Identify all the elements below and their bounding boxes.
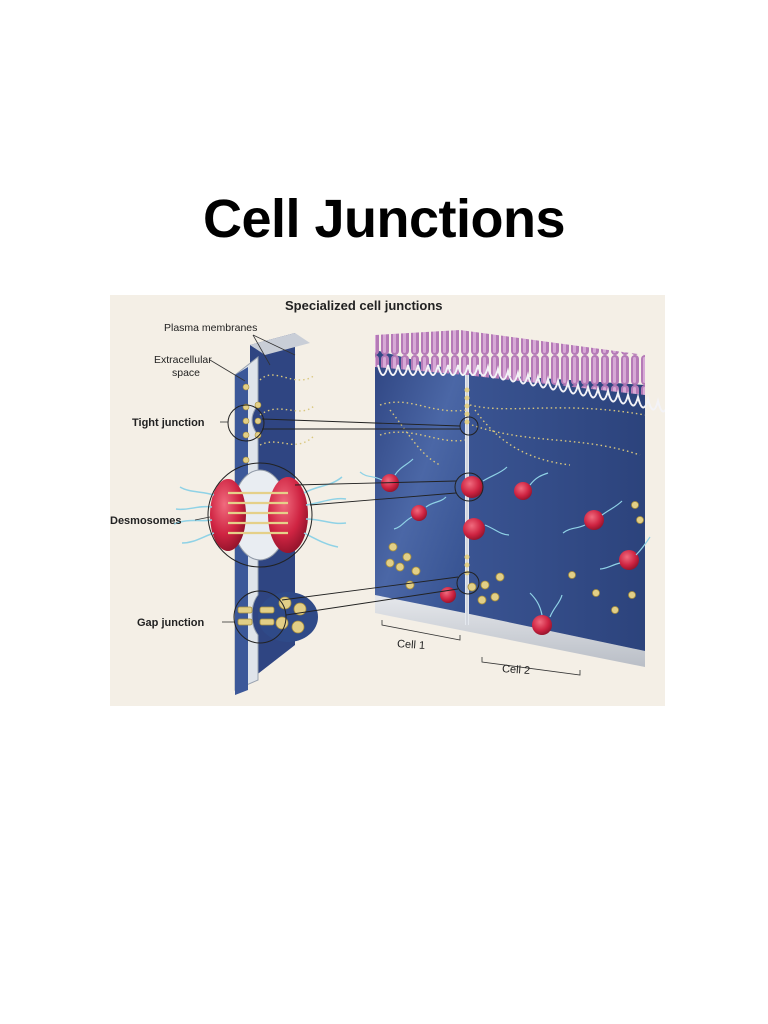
label-gap-junction: Gap junction: [137, 617, 205, 629]
cell-block-base: [375, 595, 645, 667]
connector-lines: [261, 418, 461, 616]
desmosome-blobs: [381, 474, 639, 635]
microvilli-outline: [377, 363, 665, 413]
label-extracellular-space-1: Extracellular: [154, 354, 212, 366]
page-title: Cell Junctions: [202, 189, 566, 249]
gap-junction-zoom: [233, 590, 287, 644]
label-cell-2: Cell 2: [502, 663, 531, 677]
cell-brackets: [381, 620, 581, 676]
cell-junctions-diagram: Specialized cell junctions: [110, 295, 665, 706]
desmosome-left-plaque: [210, 479, 246, 551]
cytoskeleton: [379, 401, 646, 466]
gap-junction-marker: [456, 571, 480, 595]
cell-block: [359, 330, 665, 667]
desmosome-right-plaque: [268, 477, 308, 553]
label-cell-1: Cell 1: [397, 638, 426, 652]
label-extracellular-space-2: space: [172, 367, 200, 379]
label-tight-junction: Tight junction: [132, 417, 205, 429]
label-plasma-membranes: Plasma membranes: [164, 322, 257, 334]
tight-junction-zoom: [227, 404, 265, 442]
desmosome-zoom: [207, 462, 313, 568]
label-desmosomes: Desmosomes: [110, 515, 182, 527]
label-leaders: [194, 334, 296, 623]
cell-block-side: [465, 373, 645, 651]
figure-title: Specialized cell junctions: [285, 298, 443, 313]
desmosome-marker: [454, 472, 484, 502]
microvilli: [375, 330, 645, 395]
intermediate-filaments: [359, 458, 651, 618]
tight-junction-beads: [464, 387, 470, 576]
gap-junction-particles: [385, 501, 644, 614]
